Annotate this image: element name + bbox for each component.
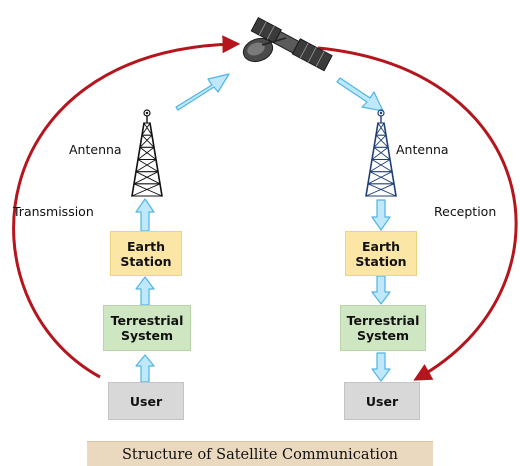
user-box-left: User <box>108 382 184 420</box>
flow-arrow-user-to-terrestrial <box>135 354 155 383</box>
reception-label: Reception <box>434 204 497 219</box>
diagram-graphics <box>12 16 518 383</box>
user-label: User <box>129 393 163 409</box>
user-label: User <box>365 393 399 409</box>
flow-arrow-up-diagonal <box>175 73 230 111</box>
earth-station-line2: Station <box>120 253 172 269</box>
antenna-label-right: Antenna <box>396 142 449 157</box>
antenna-tower-icon <box>365 109 397 197</box>
earth-station-box-right: Earth Station <box>345 231 417 276</box>
earth-station-line1: Earth <box>361 238 400 254</box>
antenna-label-left: Antenna <box>69 142 122 157</box>
flow-arrow-terrestrial-to-earth <box>135 276 155 306</box>
flow-arrow-earth-to-antenna <box>135 198 155 232</box>
earth-station-box-left: Earth Station <box>110 231 182 276</box>
terrestrial-system-line2: System <box>120 328 174 343</box>
flow-arrow-earth-to-terrestrial <box>371 275 391 305</box>
flow-arrow-down-diagonal <box>336 77 384 112</box>
terrestrial-system-box-right: Terrestrial System <box>340 305 426 351</box>
satellite-icon <box>242 16 333 72</box>
terrestrial-system-box-left: Terrestrial System <box>103 305 191 351</box>
antenna-tower-icon <box>131 109 163 197</box>
user-box-right: User <box>344 382 420 420</box>
diagram-caption: Structure of Satellite Communication <box>87 441 433 466</box>
earth-station-line2: Station <box>355 253 407 269</box>
terrestrial-system-line1: Terrestrial <box>346 313 420 328</box>
flow-arrow-antenna-to-earth <box>371 199 391 231</box>
transmission-label: Transmission <box>13 204 94 219</box>
terrestrial-system-line2: System <box>356 328 410 343</box>
transmission-arc <box>12 35 241 379</box>
flow-arrow-terrestrial-to-user <box>371 352 391 382</box>
reception-arc <box>317 46 518 381</box>
earth-station-line1: Earth <box>126 238 165 254</box>
terrestrial-system-line1: Terrestrial <box>110 313 184 328</box>
